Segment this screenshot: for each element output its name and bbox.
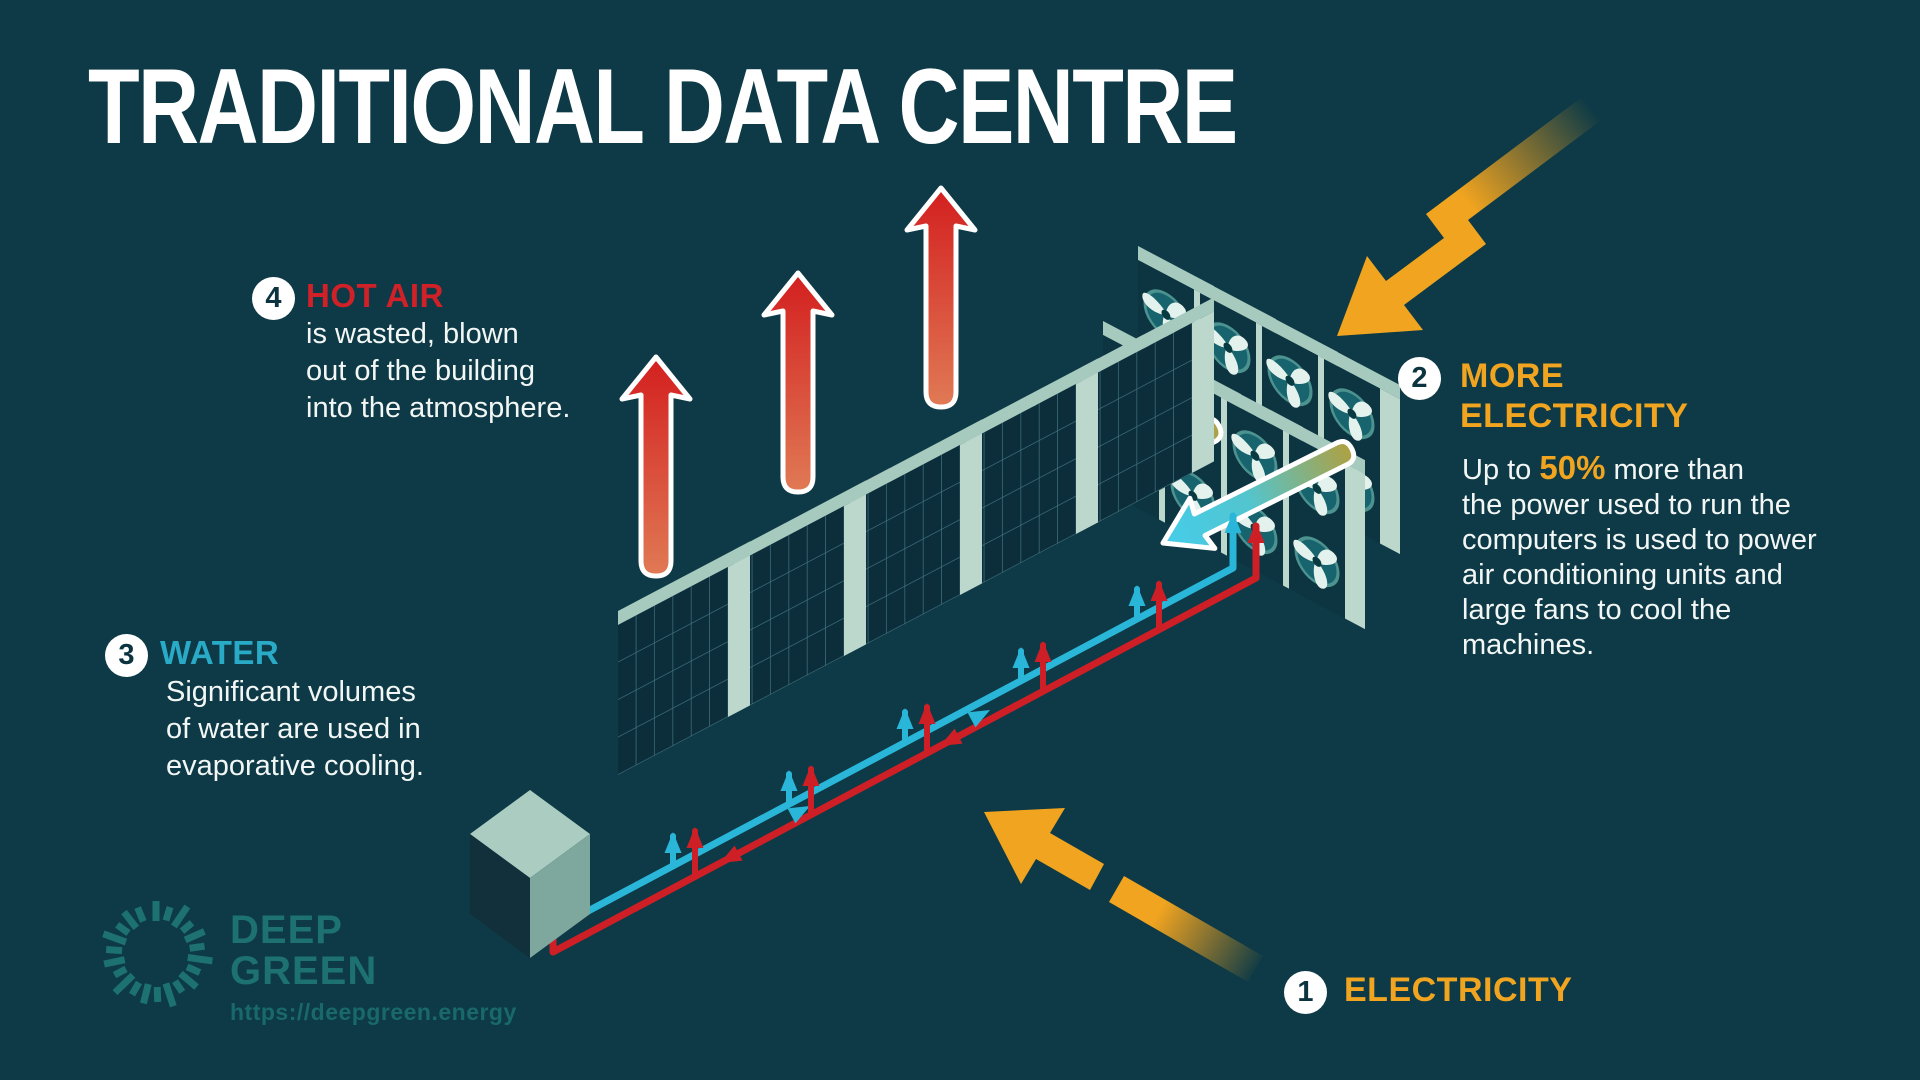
website-url: https://deepgreen.energy bbox=[230, 999, 517, 1025]
water-description: Significant volumes of water are used in… bbox=[166, 674, 424, 785]
more-electricity-label: MORE ELECTRICITY bbox=[1460, 356, 1688, 436]
text-line: computers is used to power bbox=[1462, 524, 1817, 556]
water-label: WATER bbox=[160, 634, 280, 671]
hot-air-label: HOT AIR bbox=[306, 277, 444, 314]
hot-air-description: is wasted, blown out of the building int… bbox=[306, 316, 570, 427]
label-line: ELECTRICITY bbox=[1460, 397, 1689, 435]
text-line: Significant volumes bbox=[166, 676, 416, 708]
text-span: Up to bbox=[1462, 454, 1540, 486]
text-line: Up to 50% more than bbox=[1462, 450, 1817, 488]
electricity-bolt-icon bbox=[1337, 61, 1648, 336]
text-line: into the atmosphere. bbox=[306, 392, 571, 424]
text-line: machines. bbox=[1462, 629, 1595, 661]
water-tank bbox=[470, 790, 590, 958]
text-line: large fans to cool the bbox=[1462, 594, 1732, 626]
deep-green-logo-icon bbox=[102, 901, 213, 1008]
highlight-50-percent: 50% bbox=[1539, 449, 1606, 486]
page-title: TRADITIONAL DATA CENTRE bbox=[88, 46, 1238, 166]
text-line: of water are used in bbox=[166, 713, 421, 745]
electricity-label: ELECTRICITY bbox=[1344, 971, 1573, 1009]
text-span: more than bbox=[1605, 454, 1745, 486]
text-line: out of the building bbox=[306, 355, 535, 387]
text-line: the power used to run the bbox=[1462, 489, 1791, 521]
step-badge-2: 2 bbox=[1398, 357, 1441, 400]
step-badge-1: 1 bbox=[1284, 971, 1327, 1014]
text-line: is wasted, blown bbox=[306, 318, 519, 350]
brand-line: GREEN bbox=[230, 949, 378, 993]
text-line: air conditioning units and bbox=[1462, 559, 1783, 591]
server-rack bbox=[618, 297, 1214, 775]
label-line: MORE bbox=[1460, 357, 1564, 395]
step-badge-4: 4 bbox=[252, 277, 295, 320]
brand-name: DEEP GREEN bbox=[230, 910, 377, 992]
electricity-bolt-icon bbox=[984, 808, 1263, 982]
text-line: evaporative cooling. bbox=[166, 750, 424, 782]
brand-line: DEEP bbox=[230, 908, 343, 952]
more-electricity-description: Up to 50% more than the power used to ru… bbox=[1462, 450, 1817, 663]
step-badge-3: 3 bbox=[105, 634, 148, 677]
